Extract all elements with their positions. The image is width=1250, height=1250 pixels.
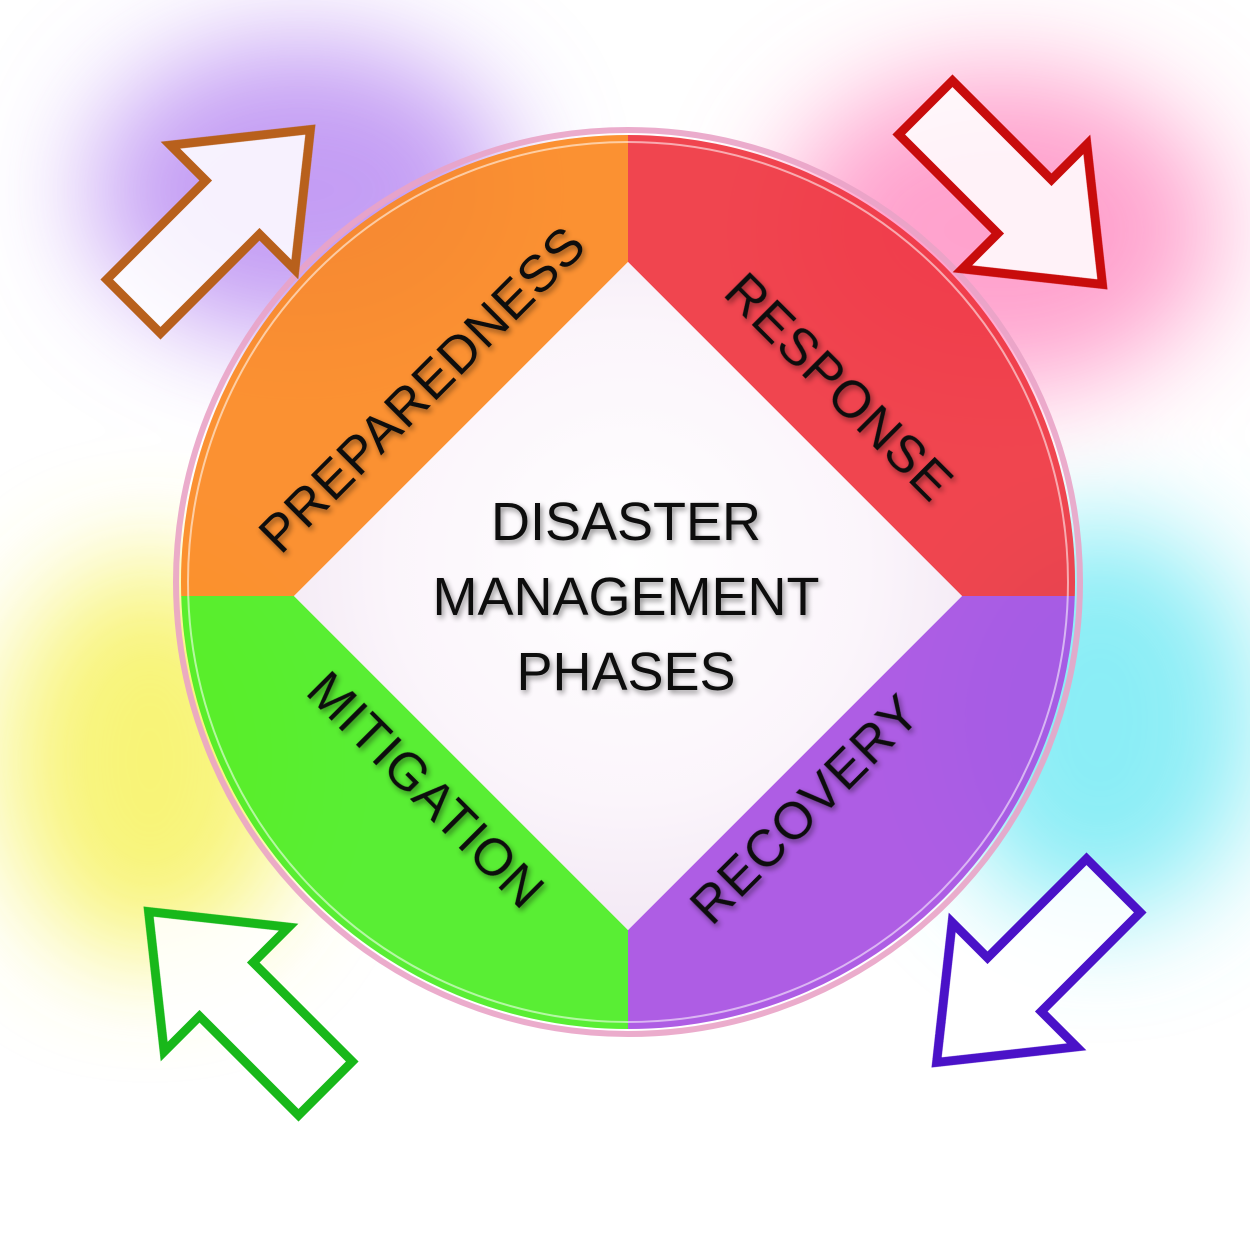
arrows [100, 74, 1147, 1122]
center-title: DISASTER MANAGEMENT PHASES [432, 492, 819, 702]
ring-inner-line [187, 141, 1069, 1023]
center-diamond [294, 262, 962, 930]
arrow-up-left-icon [143, 906, 359, 1122]
title-line-2: MANAGEMENT [432, 567, 819, 627]
title-line-1: DISASTER [491, 492, 761, 552]
title-line-3: PHASES [516, 642, 735, 702]
arrow-up-right-icon [100, 124, 316, 340]
ring-outer [173, 127, 1083, 1037]
arrow-down-right-icon [892, 74, 1108, 290]
arrow-down-left-icon [931, 852, 1147, 1068]
